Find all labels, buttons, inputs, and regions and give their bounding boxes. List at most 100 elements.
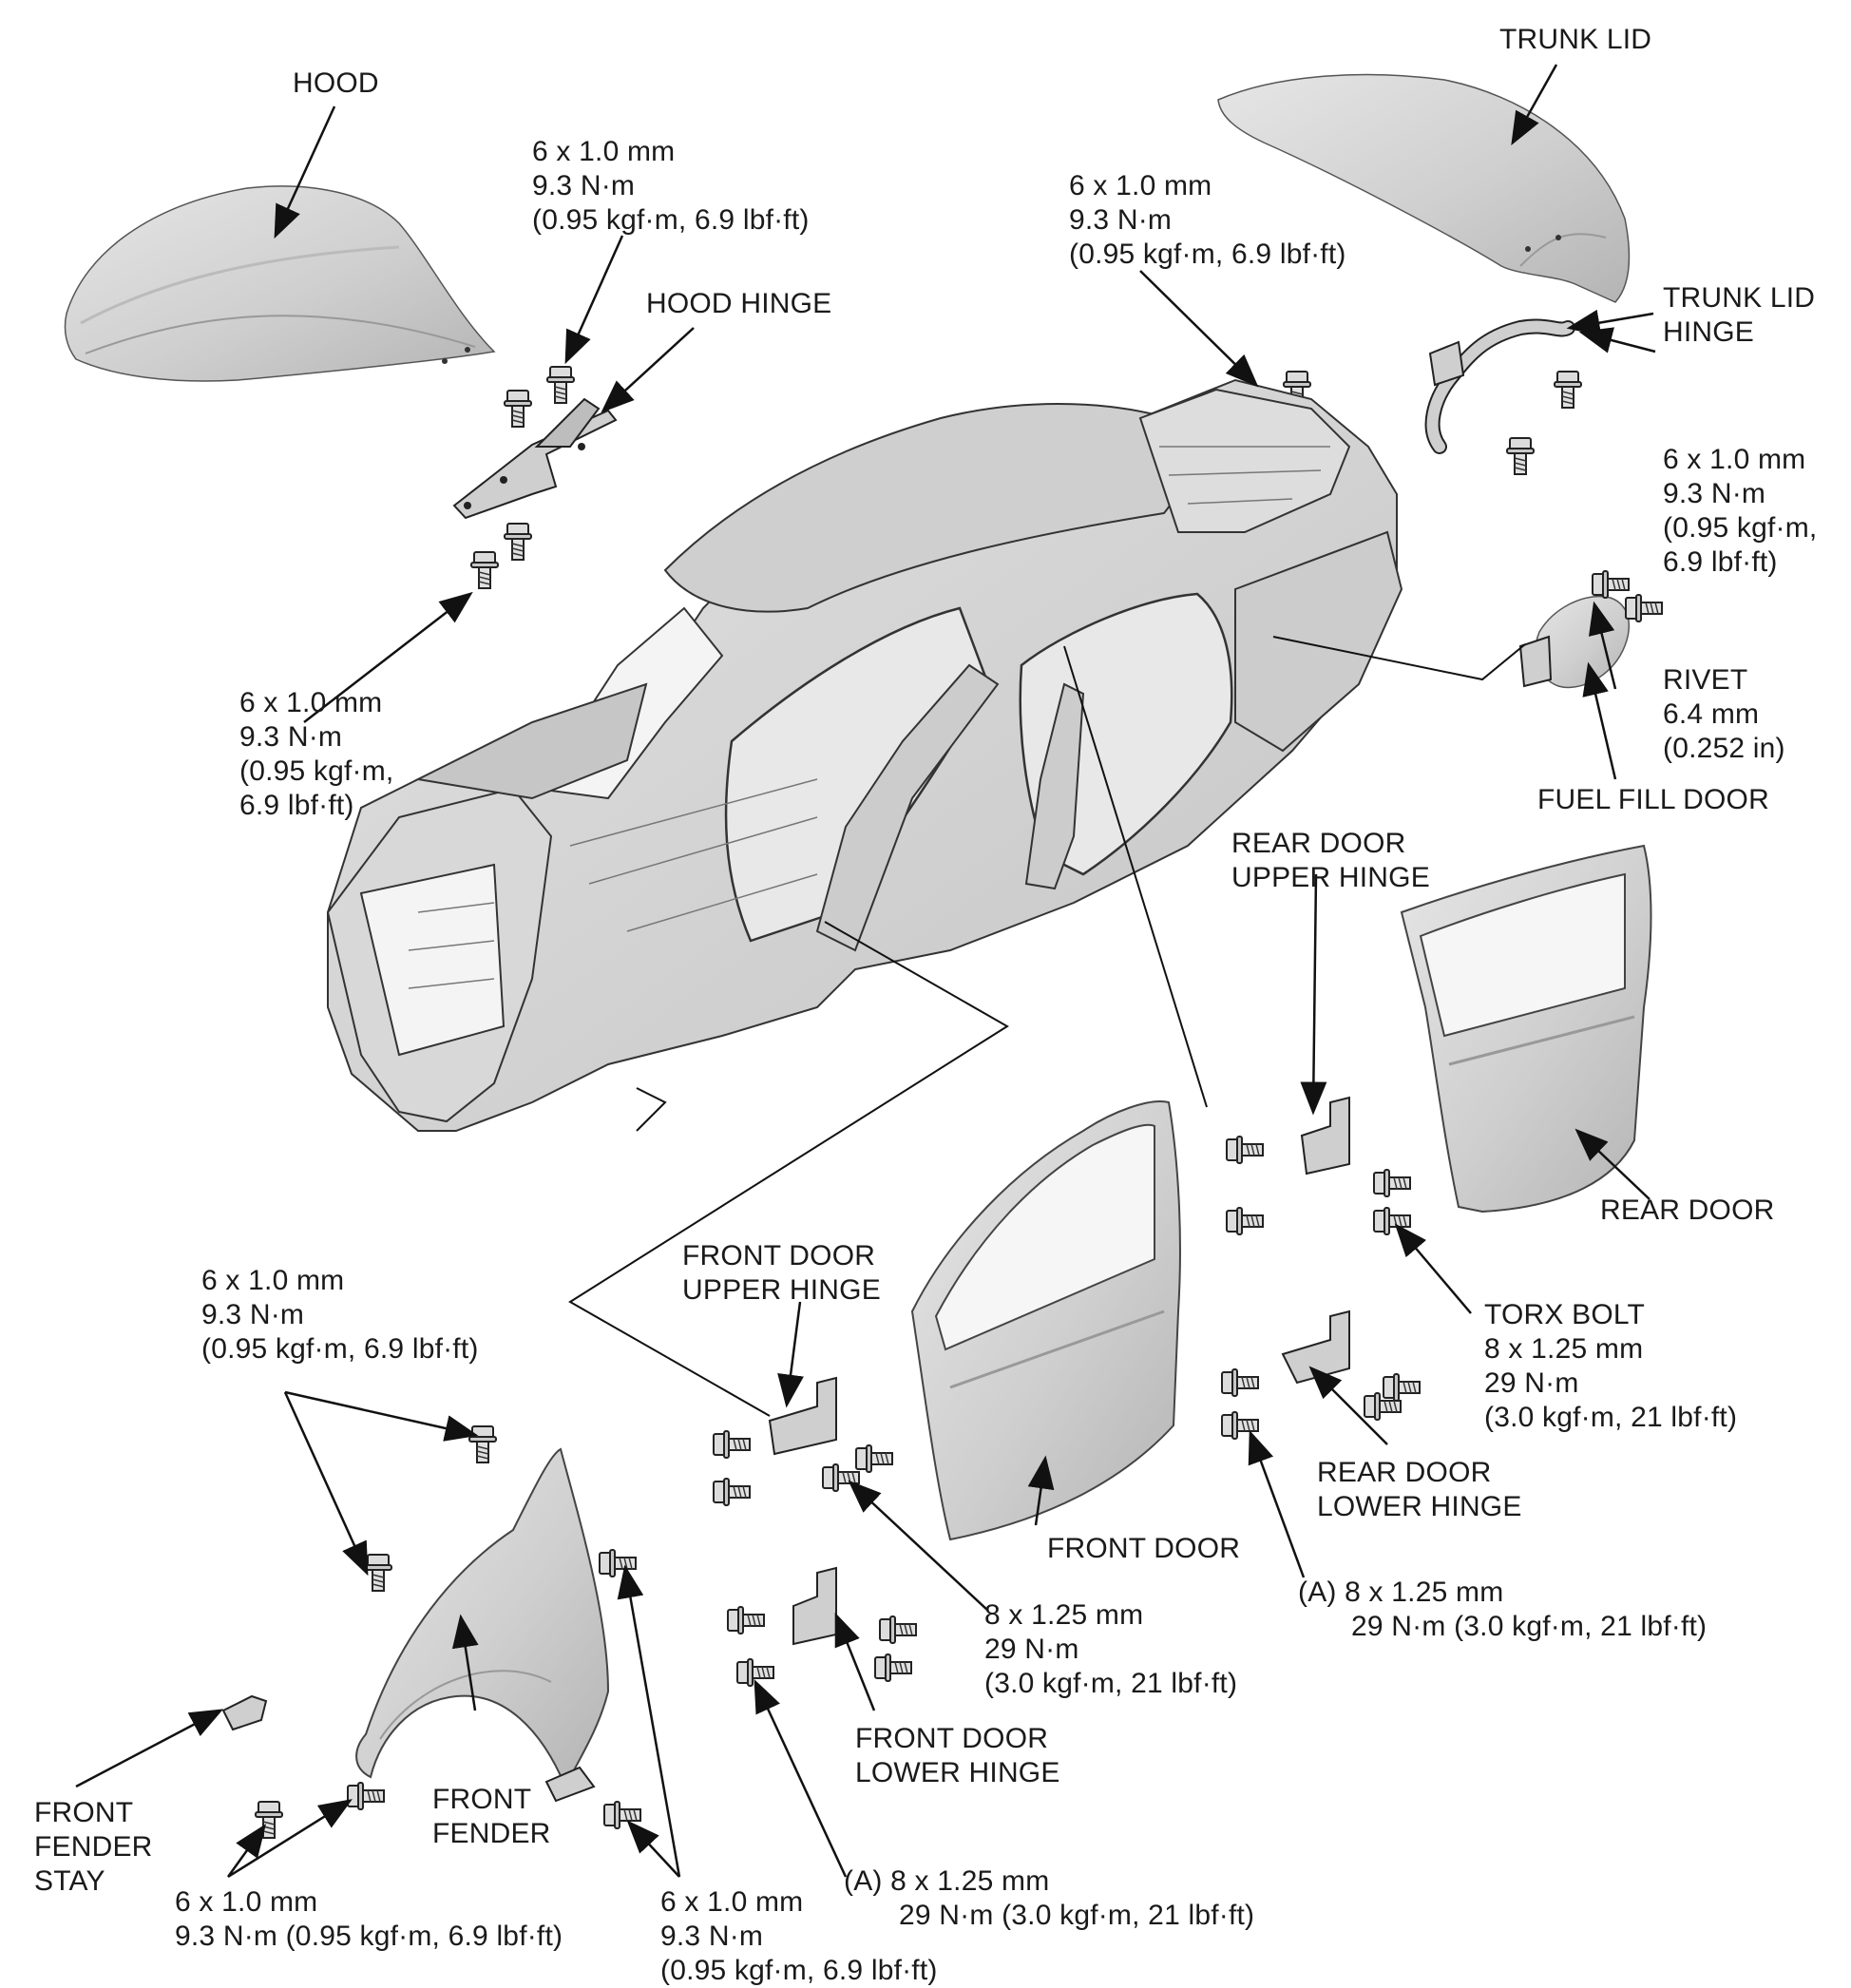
label-line: 6.4 mm [1663, 698, 1760, 730]
rear-door-lower-hinge-label: REAR DOOR LOWER HINGE [1317, 1456, 1522, 1524]
front-a-bolt-label: (A) 8 x 1.25 mm 29 N·m (3.0 kgf·m, 21 lb… [844, 1864, 1254, 1933]
label-line: 29 N·m (3.0 kgf·m, 21 lbf·ft) [899, 1900, 1255, 1931]
spec-line: 9.3 N·m (0.95 kgf·m, 6.9 lbf·ft) [175, 1921, 563, 1952]
label-line: (0.252 in) [1663, 733, 1785, 764]
label-line: REAR DOOR [1231, 828, 1406, 859]
spec-line: 6.9 lbf·ft) [239, 790, 354, 821]
label-line: FRONT DOOR [855, 1723, 1049, 1754]
spec-line: 6 x 1.0 mm [660, 1886, 804, 1918]
label-line: (A) 8 x 1.25 mm [1298, 1577, 1504, 1608]
car-body-in-white [326, 378, 1403, 1132]
label-line: TORX BOLT [1484, 1299, 1646, 1330]
label-line: UPPER HINGE [1231, 862, 1430, 893]
label-line: 8 x 1.25 mm [1484, 1333, 1644, 1365]
hood-bolt-icon [470, 551, 499, 589]
front-hinge-bolt-label: 8 x 1.25 mm 29 N·m (3.0 kgf·m, 21 lbf·ft… [984, 1598, 1237, 1701]
spec-line: (0.95 kgf·m, 6.9 lbf·ft) [201, 1333, 479, 1365]
rivet-icon [1625, 594, 1663, 622]
trunk-lid-label-line: TRUNK LID [1499, 24, 1652, 55]
fuel-fill-door-label: FUEL FILL DOOR [1537, 783, 1769, 817]
fender-bolt-icon [347, 1782, 385, 1810]
spec-line: (0.95 kgf·m, 6.9 lbf·ft) [532, 204, 810, 236]
front-door-lower-hinge-part [792, 1566, 837, 1646]
spec-line: (0.95 kgf·m, [1663, 512, 1818, 544]
hood-bolt-spec-label: 6 x 1.0 mm 9.3 N·m (0.95 kgf·m, 6.9 lbf·… [532, 135, 810, 238]
rear-door-panel [1400, 844, 1652, 1214]
reference-lines [568, 636, 1526, 1417]
front-fender-stay-label: FRONT FENDER STAY [34, 1796, 153, 1899]
front-lower-bolt-icon [879, 1615, 917, 1644]
rear-door-lower-hinge-part [1281, 1309, 1350, 1385]
torx-bolt-icon [1373, 1207, 1411, 1235]
label-line: LOWER HINGE [855, 1757, 1060, 1788]
hood-bolt-icon [546, 366, 575, 404]
hood-hinge-part [452, 397, 618, 520]
label-line: 29 N·m [1484, 1367, 1579, 1399]
rear-upper-bolt-icon [1226, 1207, 1264, 1235]
trunk-lid-hinge-part [1424, 318, 1575, 454]
fender-top-bolt-icon [468, 1425, 497, 1463]
label-line: 29 N·m [984, 1634, 1079, 1665]
spec-line: 6 x 1.0 mm [239, 687, 383, 718]
rivet-label: RIVET 6.4 mm (0.252 in) [1663, 663, 1785, 766]
rear-lower-bolt-icon [1221, 1368, 1259, 1397]
spec-line: 6 x 1.0 mm [175, 1886, 318, 1918]
label-line: HINGE [1663, 316, 1755, 348]
front-upper-bolt-icon [713, 1430, 751, 1459]
label-line: FRONT [432, 1784, 532, 1815]
hood-bolt-icon [504, 390, 532, 428]
fender-top-bolt-icon [364, 1554, 392, 1592]
front-upper-bolt-icon [855, 1444, 893, 1473]
trunk-hinge-bolt-icon [1554, 371, 1582, 409]
front-lower-bolt-icon [874, 1653, 912, 1682]
fender-side-bolt-spec-label: 6 x 1.0 mm 9.3 N·m (0.95 kgf·m, 6.9 lbf·… [660, 1885, 938, 1988]
hood-label: HOOD [293, 67, 379, 101]
front-fender-stay-part [221, 1694, 596, 1803]
label-line: FRONT DOOR [1047, 1533, 1241, 1564]
rear-door-upper-hinge-label: REAR DOOR UPPER HINGE [1231, 827, 1430, 895]
front-fender-panel [355, 1447, 610, 1789]
rear-lower-bolt-icon [1383, 1373, 1421, 1402]
spec-line: 9.3 N·m [1663, 478, 1766, 509]
rear-lower-bolt-icon [1221, 1411, 1259, 1440]
rear-a-bolt-label: (A) 8 x 1.25 mm 29 N·m (3.0 kgf·m, 21 lb… [1298, 1576, 1707, 1644]
label-line: 8 x 1.25 mm [984, 1599, 1144, 1631]
label-line: TRUNK LID [1663, 282, 1816, 314]
rivet-icon [1592, 570, 1630, 599]
label-line: FRONT [34, 1797, 134, 1828]
label-line: FUEL FILL DOOR [1537, 784, 1769, 815]
trunk-lid-label: TRUNK LID [1499, 23, 1651, 57]
label-line: FENDER [34, 1831, 153, 1863]
rear-door-upper-hinge-part [1300, 1096, 1350, 1176]
spec-line: 6 x 1.0 mm [201, 1265, 345, 1296]
front-door-panel [910, 1100, 1181, 1541]
label-line: (3.0 kgf·m, 21 lbf·ft) [984, 1668, 1238, 1699]
hinge-lower-bolt-spec-label: 6 x 1.0 mm 9.3 N·m (0.95 kgf·m, 6.9 lbf·… [239, 686, 393, 823]
fender-bottom-bolt-spec-label: 6 x 1.0 mm 9.3 N·m (0.95 kgf·m, 6.9 lbf·… [175, 1885, 563, 1954]
torx-bolt-label: TORX BOLT 8 x 1.25 mm 29 N·m (3.0 kgf·m,… [1484, 1298, 1737, 1435]
rear-upper-bolt-icon [1226, 1136, 1264, 1164]
front-lower-bolt-icon [727, 1606, 765, 1634]
front-upper-bolt-icon [713, 1478, 751, 1506]
spec-line: 9.3 N·m [532, 170, 636, 201]
label-line: UPPER HINGE [682, 1274, 881, 1306]
hood-bolt-icon [504, 523, 532, 561]
fender-side-bolt-icon [603, 1801, 641, 1829]
trunk-lid-hinge-label: TRUNK LID HINGE [1663, 281, 1815, 350]
front-door-upper-hinge-label: FRONT DOOR UPPER HINGE [682, 1239, 881, 1308]
label-line: RIVET [1663, 664, 1748, 696]
trunk-hinge-bolt-spec-label: 6 x 1.0 mm 9.3 N·m (0.95 kgf·m, 6.9 lbf·… [1663, 443, 1817, 580]
fender-top-bolt-spec-label: 6 x 1.0 mm 9.3 N·m (0.95 kgf·m, 6.9 lbf·… [201, 1264, 479, 1367]
spec-line: (0.95 kgf·m, [239, 755, 394, 787]
spec-line: 6 x 1.0 mm [1069, 170, 1212, 201]
spec-line: (0.95 kgf·m, 6.9 lbf·ft) [660, 1955, 938, 1986]
label-line: REAR DOOR [1600, 1195, 1775, 1226]
spec-line: (0.95 kgf·m, 6.9 lbf·ft) [1069, 239, 1346, 270]
label-line: (A) 8 x 1.25 mm [844, 1865, 1050, 1897]
trunk-bolt-spec-label: 6 x 1.0 mm 9.3 N·m (0.95 kgf·m, 6.9 lbf·… [1069, 169, 1346, 272]
spec-line: 9.3 N·m [1069, 204, 1173, 236]
label-line: FRONT DOOR [682, 1240, 876, 1271]
label-line: REAR DOOR [1317, 1457, 1492, 1488]
